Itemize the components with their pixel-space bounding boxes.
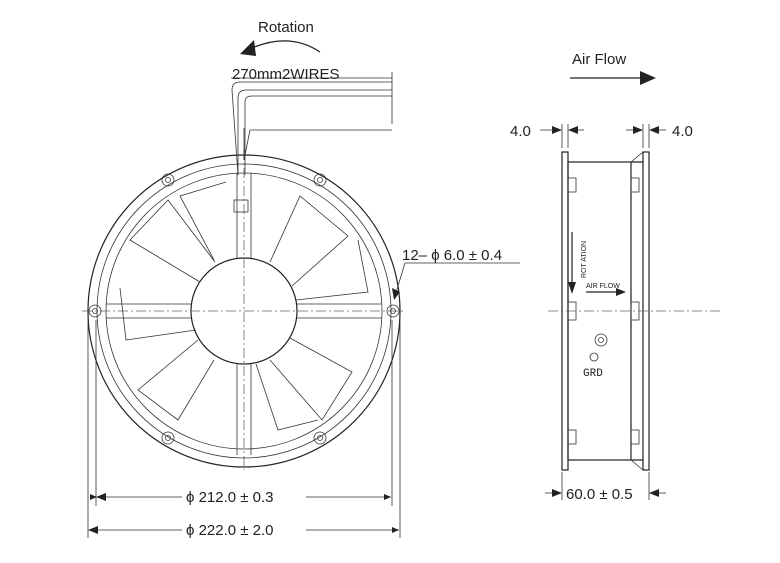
ground-label: GRD [583, 368, 603, 380]
rotation-arrow [251, 40, 321, 53]
airflow-title: Air Flow [572, 51, 626, 68]
front-view: Rotation 270mm2WIRES 12– ϕ 6.0 ± 0.4 ϕ 2… [82, 19, 520, 539]
side-view: Air Flow ROT ATION AIR FLOW [510, 51, 720, 503]
lead-wires [231, 72, 393, 213]
inner-diameter-label: ϕ 212.0 ± 0.3 [186, 489, 274, 506]
depth-label: 60.0 ± 0.5 [566, 486, 633, 503]
rotation-label: Rotation [258, 19, 314, 36]
airflow-mark: AIR FLOW [586, 283, 620, 290]
wire-label: 270mm2WIRES [232, 66, 340, 83]
rotation-mark: ROT ATION [581, 241, 588, 278]
flange-right-label: 4.0 [672, 123, 693, 140]
ground-terminal [594, 333, 608, 347]
hole-callout-label: 12– ϕ 6.0 ± 0.4 [402, 247, 502, 264]
outer-diameter-label: ϕ 222.0 ± 2.0 [186, 522, 274, 539]
flange-left-label: 4.0 [510, 123, 531, 140]
mounting-holes [88, 173, 400, 445]
fan-blades [119, 181, 369, 431]
support-spokes [106, 173, 382, 455]
